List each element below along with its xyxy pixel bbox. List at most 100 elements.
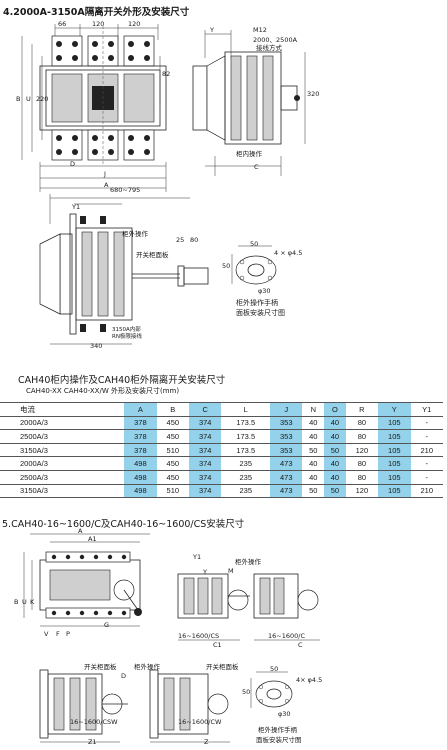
s5-u: U: [22, 598, 27, 606]
dim-66: 66: [58, 20, 67, 28]
dim-120b: 120: [128, 20, 141, 28]
table-cell: 498: [124, 484, 157, 499]
col-j: J: [270, 402, 303, 417]
col-y: Y: [378, 402, 411, 417]
s5-p: P: [66, 630, 70, 638]
table-cell: 80: [345, 416, 379, 431]
table-cell: 353: [270, 443, 303, 458]
table-cell: 473: [270, 456, 303, 471]
table-cell: 3150A/3: [0, 484, 125, 499]
table-cell: 173.5: [221, 443, 271, 458]
plan-25: 25: [176, 236, 185, 244]
plan-340: 340: [90, 342, 103, 350]
cutout-30: φ30: [258, 287, 271, 295]
s5-side-y1: Y1: [193, 553, 202, 561]
plan-80: 80: [190, 236, 199, 244]
s5-side-c1: C1: [213, 641, 222, 649]
table-cell: 2500A/3: [0, 429, 125, 444]
s5-bot-model2: 16~1600/CW: [178, 718, 222, 726]
section5-side-views: [177, 573, 320, 641]
s5-bot-model: 16~1600/CSW: [70, 718, 118, 726]
side-c: C: [254, 163, 259, 171]
table-cell: 50: [302, 443, 325, 458]
section5-cutout: [250, 671, 293, 708]
table-cell: 40: [302, 416, 325, 431]
plan-y1: Y1: [72, 203, 81, 211]
table-cell: 2000A/3: [0, 456, 125, 471]
s5-g: G: [104, 621, 110, 629]
table-cell: 40: [302, 429, 325, 444]
side-320: 320: [307, 90, 320, 98]
table-cell: 473: [270, 484, 303, 499]
table-cell: 40: [324, 429, 346, 444]
s5-bot-ext2: 柜外操作: [134, 663, 160, 671]
table-cell: 374: [189, 416, 222, 431]
table-cell: 50: [324, 443, 346, 458]
table-cell: 374: [189, 484, 222, 499]
col-y1: Y1: [410, 402, 443, 417]
table-cell: 235: [221, 456, 271, 471]
table-cell: 510: [156, 443, 190, 458]
table-cell: 105: [378, 416, 411, 431]
s5-cut-50: 50: [270, 665, 279, 673]
dim-220: 220: [36, 95, 49, 103]
table-cell: 450: [156, 416, 190, 431]
table-cell: 80: [345, 429, 379, 444]
s5-b: B: [14, 598, 19, 606]
table-cell: 378: [124, 416, 157, 431]
table-cell: 40: [324, 470, 346, 485]
section4-side-view: [192, 30, 306, 176]
side-wiring2: 接线方式: [256, 44, 282, 52]
table-cell: 40: [302, 470, 325, 485]
dim-a: A: [104, 181, 109, 189]
table-cell: 378: [124, 429, 157, 444]
table-cell: 473: [270, 470, 303, 485]
table-cell: 498: [124, 456, 157, 471]
s5-side-model2: 16~1600/C: [268, 632, 305, 640]
table-cell: 510: [156, 484, 190, 499]
col-current: 电流: [0, 402, 125, 417]
table-cell: 50: [324, 484, 346, 499]
col-n: N: [302, 402, 325, 417]
section5-bottom-views: [39, 669, 230, 743]
plan-note1: 3150A内部: [112, 327, 141, 333]
table-cell: 450: [156, 456, 190, 471]
s5-bot-ext: 开关柜面板: [84, 663, 117, 671]
plan-panel: 开关柜面板: [136, 251, 169, 259]
table-cell: 40: [302, 456, 325, 471]
table-cell: 120: [345, 484, 379, 499]
table-cell: 3150A/3: [0, 443, 125, 458]
table-cell: 173.5: [221, 429, 271, 444]
section5-title: 5.CAH40-16~1600/C及CAH40-16~1600/CS安装尺寸: [2, 519, 245, 530]
s5-side-m: M: [228, 567, 234, 575]
table-cell: 105: [378, 456, 411, 471]
col-l: L: [221, 402, 271, 417]
s5-bot-z: Z: [204, 738, 209, 746]
s5-side-y: Y: [203, 568, 207, 576]
section4-title: 4.2000A-3150A隔离开关外形及安装尺寸: [3, 7, 190, 18]
col-b: B: [156, 402, 190, 417]
table-cell: 353: [270, 429, 303, 444]
col-a: A: [124, 402, 157, 417]
table-cell: 105: [378, 429, 411, 444]
dim-b: B: [16, 95, 21, 103]
s5-cut-30: φ30: [278, 710, 291, 718]
table-cell: -: [410, 456, 443, 471]
table-cell: -: [410, 429, 443, 444]
table-cell: 105: [378, 443, 411, 458]
s5-bot-panel: 开关柜面板: [206, 663, 239, 671]
cutout-holes: 4 × φ4.5: [274, 249, 303, 257]
side-inner-op: 柜内操作: [236, 150, 262, 158]
table-caption: CAH40柜内操作及CAH40柜外隔离开关安装尺寸: [18, 375, 226, 386]
table-cell: 450: [156, 470, 190, 485]
table-cell: -: [410, 470, 443, 485]
table-cell: 173.5: [221, 416, 271, 431]
s5-side-model: 16~1600/CS: [178, 632, 220, 640]
table-cell: 105: [378, 470, 411, 485]
